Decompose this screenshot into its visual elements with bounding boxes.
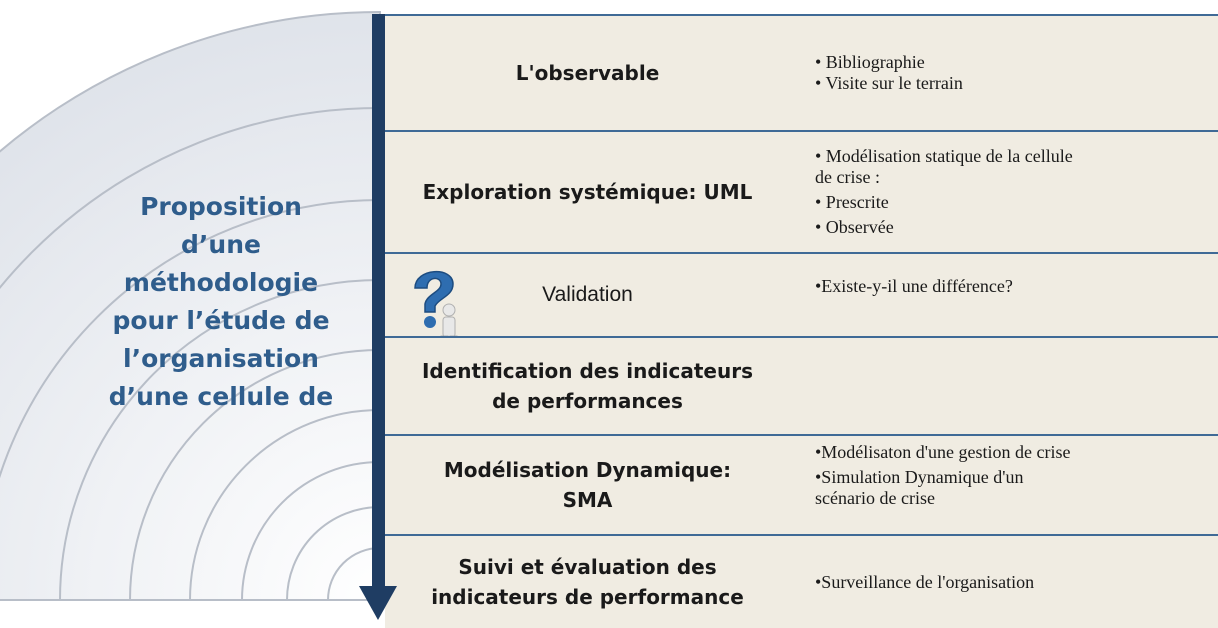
- row-title-text: SMA: [562, 488, 613, 512]
- center-line: l’organisation: [123, 344, 319, 373]
- arc-4: [59, 279, 381, 601]
- row-title-text: Exploration systémique: UML: [422, 180, 753, 204]
- center-title: Proposition d’une méthodologie pour l’ét…: [90, 188, 352, 416]
- center-line: méthodologie: [123, 268, 319, 297]
- row-title: Identification des indicateurs de perfor…: [385, 338, 790, 434]
- detail-line: scénario de crise: [815, 488, 935, 508]
- arc-3: [0, 199, 381, 479]
- detail-line: •Simulation Dynamique d'un: [815, 467, 1024, 487]
- detail-line: • Modélisation statique de la cellule: [815, 146, 1073, 166]
- detail-line: •Existe-y-il une différence?: [815, 276, 1013, 296]
- arc-6: [189, 409, 381, 601]
- row-title: L'observable: [385, 16, 790, 130]
- timeline-arrow-shaft: [372, 14, 385, 592]
- row-details: • Bibliographie • Visite sur le terrain: [815, 16, 1208, 130]
- arc-8: [286, 506, 381, 601]
- row-observable: L'observable • Bibliographie • Visite su…: [385, 14, 1218, 130]
- detail-line: de crise :: [815, 167, 880, 187]
- row-title: Exploration systémique: UML: [385, 132, 790, 252]
- center-line: Proposition: [140, 192, 302, 221]
- arc-7: [241, 461, 381, 601]
- arrow-down-icon: [359, 586, 397, 620]
- row-modelisation-dynamique: Modélisation Dynamique: SMA •Modélisaton…: [385, 434, 1218, 534]
- row-title-text: Validation: [542, 283, 633, 306]
- row-title-text: indicateurs de performance: [431, 585, 744, 609]
- arc-9: [327, 547, 381, 601]
- row-title-text: de performances: [492, 389, 683, 413]
- detail-line: •Modélisaton d'une gestion de crise: [815, 442, 1071, 462]
- row-title-text: Modélisation Dynamique:: [443, 458, 732, 482]
- row-title-text: Suivi et évaluation des: [458, 555, 717, 579]
- center-line: pour l’étude de: [112, 306, 330, 335]
- detail-line: •Surveillance de l'organisation: [815, 571, 1035, 592]
- arc-2: [0, 107, 381, 290]
- detail-line: • Bibliographie: [815, 52, 925, 72]
- detail-line: • Prescrite: [815, 192, 889, 212]
- row-details: • Modélisation statique de la cellule de…: [815, 132, 1208, 252]
- center-line: d’une: [181, 230, 261, 259]
- row-title-text: L'observable: [515, 61, 660, 85]
- center-line: d’une cellule de: [108, 382, 334, 411]
- row-details: •Modélisaton d'une gestion de crise •Sim…: [815, 436, 1208, 534]
- row-suivi-evaluation: Suivi et évaluation des indicateurs de p…: [385, 534, 1218, 628]
- row-validation: Validation •Existe-y-il une différence?: [385, 252, 1218, 343]
- detail-line: • Visite sur le terrain: [815, 73, 963, 93]
- row-details: •Existe-y-il une différence?: [815, 254, 1208, 336]
- row-exploration-uml: Exploration systémique: UML • Modélisati…: [385, 130, 1218, 252]
- row-title: Modélisation Dynamique: SMA: [385, 436, 790, 534]
- row-identification-indicateurs: Identification des indicateurs de perfor…: [385, 336, 1218, 434]
- row-title: Suivi et évaluation des indicateurs de p…: [385, 536, 790, 628]
- row-details: •Surveillance de l'organisation: [815, 536, 1208, 628]
- question-mark-thinker-icon: [414, 270, 458, 343]
- row-title: Validation: [385, 254, 790, 336]
- row-title-text: Identification des indicateurs: [421, 359, 753, 383]
- detail-line: • Observée: [815, 217, 894, 237]
- arc-5: [129, 349, 381, 601]
